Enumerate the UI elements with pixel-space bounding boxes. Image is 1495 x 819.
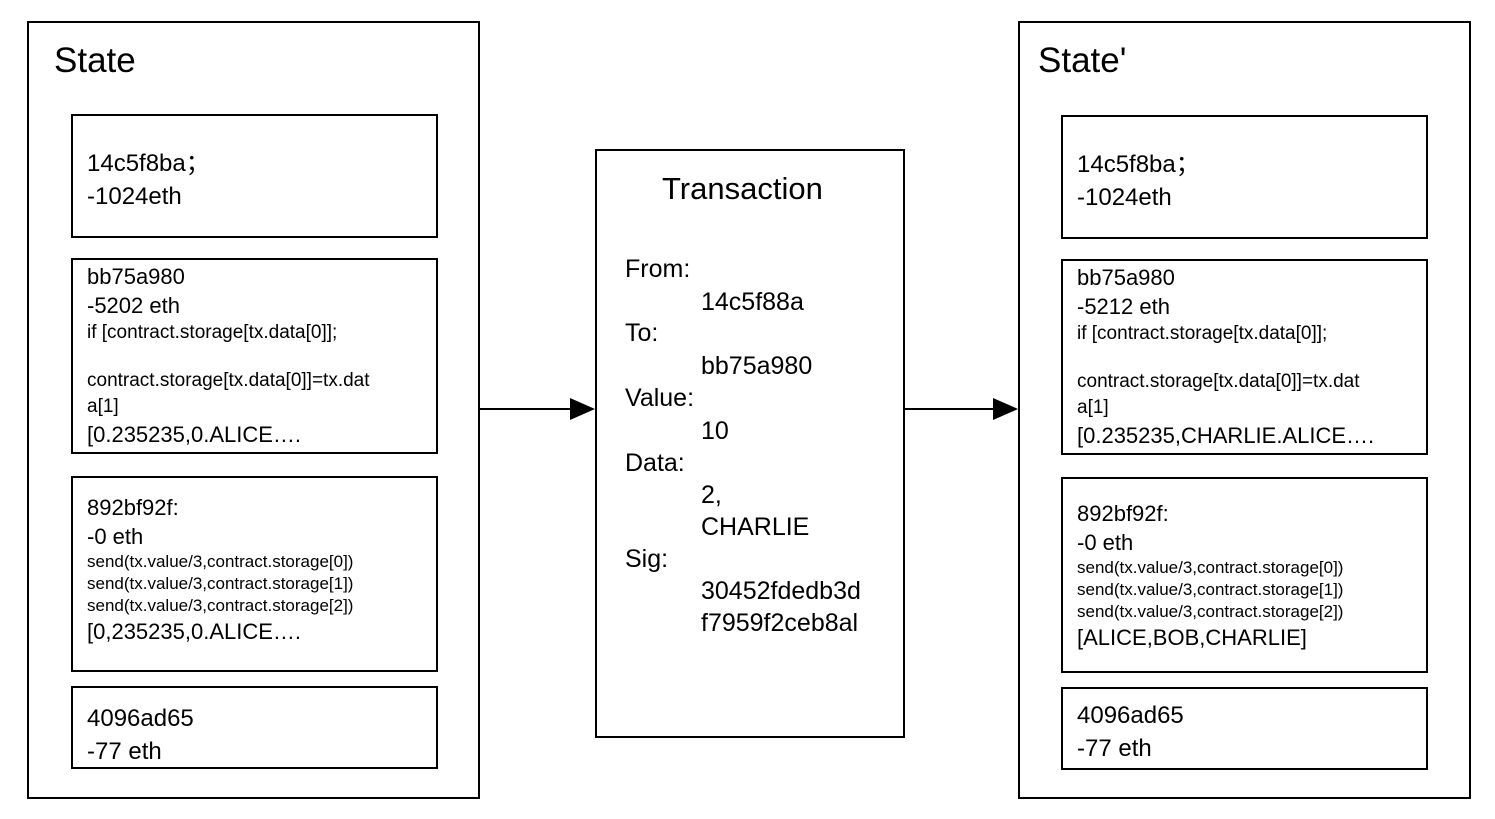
account-balance: -5202 eth xyxy=(87,293,180,318)
account-balance: -5212 eth xyxy=(1077,294,1170,319)
account-storage: [0.235235,0.ALICE…. xyxy=(87,422,302,447)
transaction-panel: Transaction From: 14c5f88a To: bb75a980 … xyxy=(595,149,905,738)
account-balance: -0 eth xyxy=(87,524,144,549)
account-storage: [0,235235,0.ALICE…. xyxy=(87,619,302,644)
tx-value-value: 10 xyxy=(701,417,729,445)
account-code-line: send(tx.value/3,contract.storage[1]) xyxy=(1077,580,1344,599)
account-balance: -77 eth xyxy=(87,738,162,765)
arrow-transaction-to-state-prime xyxy=(905,398,1018,420)
account-box-892bf92f: 892bf92f: -0 eth send(tx.value/3,contrac… xyxy=(71,476,438,672)
account-box-4096ad65: 4096ad65 -77 eth xyxy=(1061,687,1428,770)
account-address: 892bf92f: xyxy=(1077,501,1169,526)
account-code-line: if [contract.storage[tx.data[0]]; xyxy=(1077,323,1328,344)
account-box-892bf92f: 892bf92f: -0 eth send(tx.value/3,contrac… xyxy=(1061,477,1428,673)
tx-value-label: Value: xyxy=(625,384,695,412)
account-address: 4096ad65 xyxy=(87,705,194,732)
account-box-14c5f8ba: 14c5f8ba； -1024eth xyxy=(1061,115,1428,239)
account-address: 4096ad65 xyxy=(1077,702,1184,729)
transaction-title: Transaction xyxy=(662,171,823,206)
account-code-line: contract.storage[tx.data[0]]=tx.dat xyxy=(87,370,370,391)
account-balance: -1024eth xyxy=(1077,184,1172,211)
tx-data-value: CHARLIE xyxy=(701,513,810,541)
account-code-line: a[1] xyxy=(1077,397,1109,418)
account-address: bb75a980 xyxy=(87,264,185,289)
state-panel-left: State 14c5f8ba； -1024eth bb75a980 -5202 … xyxy=(27,21,480,799)
arrow-state-to-transaction xyxy=(480,398,595,420)
account-code-line: contract.storage[tx.data[0]]=tx.dat xyxy=(1077,371,1360,392)
account-address: bb75a980 xyxy=(1077,265,1175,290)
tx-data-value: 2, xyxy=(701,481,722,509)
account-box-14c5f8ba: 14c5f8ba； -1024eth xyxy=(71,114,438,238)
account-code-line: a[1] xyxy=(87,396,119,417)
account-box-bb75a980: bb75a980 -5202 eth if [contract.storage[… xyxy=(71,258,438,454)
state-title-right: State' xyxy=(1038,41,1127,80)
account-code-line: send(tx.value/3,contract.storage[2]) xyxy=(87,596,354,615)
tx-sig-label: Sig: xyxy=(625,545,669,573)
account-code-line: send(tx.value/3,contract.storage[0]) xyxy=(87,552,354,571)
account-storage: [0.235235,CHARLIE.ALICE…. xyxy=(1077,423,1375,448)
account-code-line: send(tx.value/3,contract.storage[1]) xyxy=(87,574,354,593)
tx-sig-value: 30452fdedb3d xyxy=(701,577,861,605)
tx-sig-value: f7959f2ceb8al xyxy=(701,609,859,637)
account-address: 14c5f8ba； xyxy=(87,150,210,177)
account-balance: -77 eth xyxy=(1077,735,1152,762)
account-code-line: send(tx.value/3,contract.storage[0]) xyxy=(1077,558,1344,577)
state-panel-right: State' 14c5f8ba； -1024eth bb75a980 -5212… xyxy=(1018,21,1471,799)
account-code-line: send(tx.value/3,contract.storage[2]) xyxy=(1077,602,1344,621)
tx-from-value: 14c5f88a xyxy=(701,288,804,316)
tx-to-label: To: xyxy=(625,319,659,347)
tx-to-value: bb75a980 xyxy=(701,352,813,380)
account-code-line: if [contract.storage[tx.data[0]]; xyxy=(87,322,338,343)
account-balance: -0 eth xyxy=(1077,530,1134,555)
account-address: 14c5f8ba； xyxy=(1077,151,1200,178)
account-box-4096ad65: 4096ad65 -77 eth xyxy=(71,686,438,769)
tx-from-label: From: xyxy=(625,255,691,283)
account-storage: [ALICE,BOB,CHARLIE] xyxy=(1077,625,1307,650)
account-balance: -1024eth xyxy=(87,183,182,210)
account-address: 892bf92f: xyxy=(87,495,179,520)
tx-data-label: Data: xyxy=(625,449,685,477)
account-box-bb75a980: bb75a980 -5212 eth if [contract.storage[… xyxy=(1061,259,1428,455)
state-title-left: State xyxy=(54,41,136,80)
